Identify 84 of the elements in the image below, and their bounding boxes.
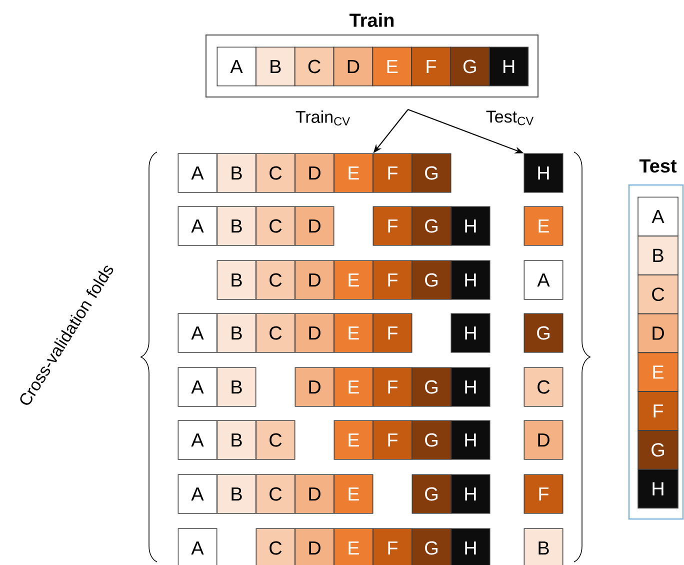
- letter-cell: E: [334, 474, 374, 514]
- letter-cell: A: [178, 153, 218, 193]
- letter-cell: E: [334, 153, 374, 193]
- letter-cell: H: [489, 46, 529, 86]
- letter-cell: H: [450, 206, 490, 246]
- letter-cell: C: [256, 206, 296, 246]
- letter-cell: C: [256, 260, 296, 300]
- letter-cell: H: [638, 469, 678, 509]
- letter-cell: B: [524, 528, 564, 565]
- letter-cell: B: [216, 260, 256, 300]
- letter-cell: G: [412, 528, 452, 565]
- letter-cell: F: [524, 474, 564, 514]
- letter-cell: D: [333, 46, 373, 86]
- letter-cell: F: [638, 391, 678, 431]
- letter-cell: E: [334, 260, 374, 300]
- letter-cell: D: [294, 260, 334, 300]
- letter-cell: H: [450, 367, 490, 407]
- letter-cell: B: [216, 153, 256, 193]
- letter-cell: E: [334, 528, 374, 565]
- letter-cell: A: [178, 367, 218, 407]
- letter-cell: D: [294, 153, 334, 193]
- letter-cell: C: [256, 474, 296, 514]
- letter-cell: A: [178, 420, 218, 460]
- letter-cell: F: [372, 153, 412, 193]
- letter-cell: E: [524, 206, 564, 246]
- letter-cell: C: [524, 367, 564, 407]
- letter-cell: F: [372, 420, 412, 460]
- letter-cell: A: [524, 260, 564, 300]
- letter-cell: B: [216, 313, 256, 353]
- edge-label: Test$_{CV}$: [484, 110, 536, 126]
- letter-cell: F: [372, 313, 412, 353]
- letter-cell: H: [450, 313, 490, 353]
- edge-label: Train$_{CV}$: [294, 110, 352, 127]
- letter-cell: A: [178, 474, 218, 514]
- letter-cell: B: [216, 474, 256, 514]
- letter-cell: A: [216, 46, 256, 86]
- letter-cell: C: [256, 528, 296, 565]
- letter-cell: H: [450, 528, 490, 565]
- letter-cell: H: [450, 260, 490, 300]
- letter-cell: E: [372, 46, 412, 86]
- letter-cell: B: [638, 236, 678, 276]
- letter-cell: D: [294, 528, 334, 565]
- letter-cell: B: [256, 46, 296, 86]
- letter-cell: C: [256, 153, 296, 193]
- letter-cell: G: [412, 474, 452, 514]
- letter-cell: D: [294, 313, 334, 353]
- letter-cell: C: [256, 313, 296, 353]
- letter-cell: A: [178, 206, 218, 246]
- letter-cell: G: [450, 46, 490, 86]
- letter-cell: B: [216, 367, 256, 407]
- letter-cell: E: [638, 352, 678, 392]
- letter-cell: H: [450, 474, 490, 514]
- letter-cell: G: [412, 260, 452, 300]
- letter-cell: E: [334, 313, 374, 353]
- letter-cell: F: [372, 367, 412, 407]
- letter-cell: F: [372, 260, 412, 300]
- letter-cell: A: [638, 196, 678, 236]
- node-label: Train: [350, 13, 394, 27]
- letter-cell: C: [256, 420, 296, 460]
- letter-cell: H: [450, 420, 490, 460]
- letter-cell: F: [372, 206, 412, 246]
- letter-cell: B: [216, 420, 256, 460]
- letter-cell: G: [412, 420, 452, 460]
- letter-cell: E: [334, 367, 374, 407]
- letter-cell: G: [412, 153, 452, 193]
- letter-cell: H: [524, 153, 564, 193]
- letter-cell: D: [294, 367, 334, 407]
- letter-cell: G: [412, 367, 452, 407]
- letter-cell: G: [524, 313, 564, 353]
- letter-cell: D: [294, 206, 334, 246]
- letter-cell: E: [334, 420, 374, 460]
- letter-cell: C: [294, 46, 334, 86]
- letter-cell: A: [178, 313, 218, 353]
- letter-cell: G: [638, 430, 678, 470]
- letter-cell: D: [638, 313, 678, 353]
- letter-cell: A: [178, 528, 218, 565]
- letter-cell: F: [372, 528, 412, 565]
- node-label: Test: [639, 159, 677, 173]
- letter-cell: F: [411, 46, 451, 86]
- letter-cell: C: [638, 274, 678, 314]
- letter-cell: D: [294, 474, 334, 514]
- letter-cell: B: [216, 206, 256, 246]
- letter-cell: D: [524, 420, 564, 460]
- letter-cell: G: [412, 206, 452, 246]
